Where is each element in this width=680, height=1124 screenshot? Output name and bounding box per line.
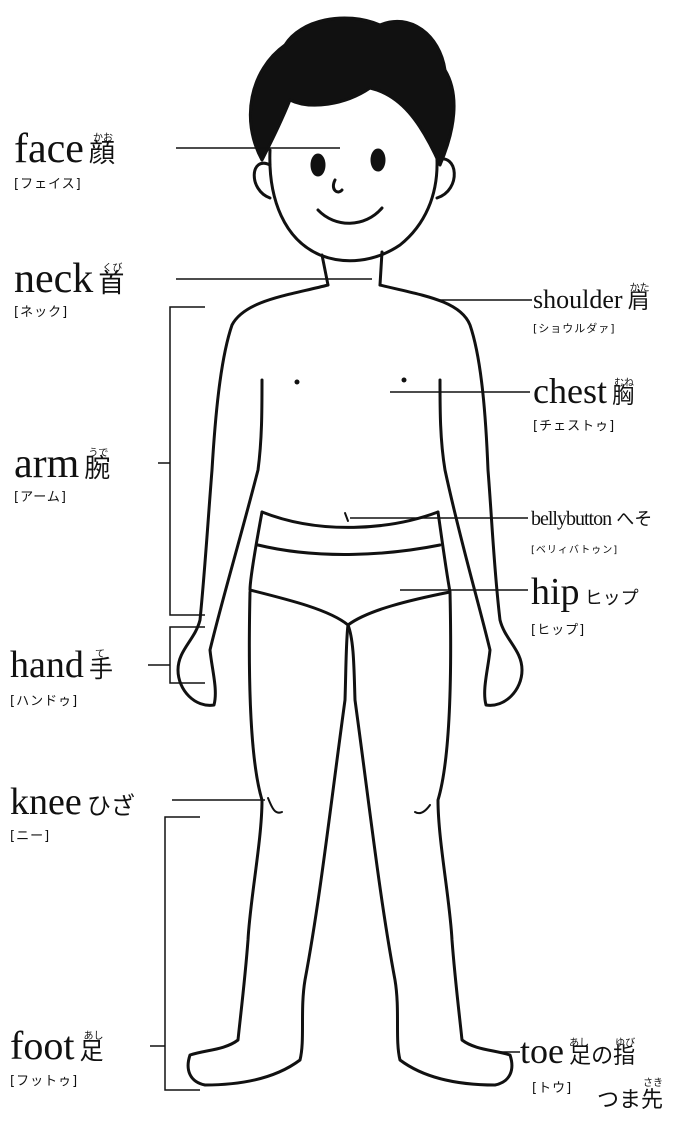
waistband xyxy=(262,512,438,527)
foot-ruby: あし xyxy=(84,1027,104,1042)
toe-alt: さき つま先 xyxy=(597,1082,663,1114)
nose xyxy=(333,180,342,192)
foot-bracket xyxy=(165,817,200,1090)
hand-ruby: て xyxy=(95,645,105,660)
face-kana: [フェイス] xyxy=(14,173,82,192)
label-toe: toe あし ゆび 足の指 xyxy=(520,1030,635,1072)
head xyxy=(270,150,437,261)
label-arm: arm うで 腕 xyxy=(14,440,110,488)
hand-en: hand xyxy=(10,644,84,686)
label-chest: chest むね 胸 xyxy=(533,370,634,412)
neck-ruby: くび xyxy=(102,259,122,274)
label-foot: foot あし 足 xyxy=(10,1022,104,1069)
torso-left xyxy=(178,285,328,705)
label-knee: knee ひざ xyxy=(10,780,135,824)
chest-kanji: むね 胸 xyxy=(612,384,634,409)
knee-kana: [ニー] xyxy=(10,825,50,844)
label-hip: hip ヒップ xyxy=(531,570,639,614)
toe-en: toe xyxy=(520,1031,564,1071)
foot-kana: [フットゥ] xyxy=(10,1070,78,1089)
shoulder-kanji: かた 肩 xyxy=(628,289,650,314)
left-nipple xyxy=(295,380,300,385)
left-ear xyxy=(254,163,270,198)
foot-kanji: あし 足 xyxy=(80,1037,104,1065)
face-ruby: かお xyxy=(93,129,113,144)
right-knee xyxy=(415,805,430,813)
bellybutton-kana: [ベリィバトゥン] xyxy=(531,541,618,556)
face-kanji: かお 顔 xyxy=(89,139,115,169)
chest-en: chest xyxy=(533,371,607,411)
neck-line-left xyxy=(322,255,328,285)
shoulder-en: shoulder xyxy=(533,285,623,314)
hand-bracket xyxy=(170,627,205,683)
neck-kana: [ネック] xyxy=(14,301,68,320)
label-bellybutton: bellybutton へそ xyxy=(531,505,652,531)
knee-kanji: ひざ xyxy=(87,792,135,820)
shoulder-kana: [ショウルダァ] xyxy=(533,320,616,336)
mouth xyxy=(318,208,382,223)
underwear xyxy=(250,512,450,625)
toe-ruby-1: あし xyxy=(569,1034,589,1049)
toe-kana: [トウ] xyxy=(532,1077,572,1096)
hip-kanji: ヒップ xyxy=(585,588,639,609)
neck-line-right xyxy=(380,252,382,285)
knee-en: knee xyxy=(10,781,82,823)
hand-kanji: て 手 xyxy=(89,655,113,683)
hip-en: hip xyxy=(531,571,580,613)
label-shoulder: shoulder かた 肩 xyxy=(533,283,650,315)
label-face: face かお 顔 xyxy=(14,125,115,173)
bellybutton-en: bellybutton xyxy=(531,508,611,530)
arm-kanji: うで 腕 xyxy=(84,454,110,484)
hand-kana: [ハンドゥ] xyxy=(10,690,78,709)
right-nipple xyxy=(402,378,407,383)
navel xyxy=(345,513,348,521)
toe-alt-ruby: さき xyxy=(643,1074,663,1089)
right-eye xyxy=(372,150,384,170)
arm-ruby: うで xyxy=(88,444,108,459)
hip-kana: [ヒップ] xyxy=(531,619,585,638)
face-en: face xyxy=(14,126,84,172)
label-hand: hand て 手 xyxy=(10,643,113,687)
bellybutton-kanji: へそ xyxy=(616,509,652,530)
toe-ruby-2: ゆび xyxy=(615,1034,635,1049)
left-eye xyxy=(312,155,324,175)
toe-kanji: あし ゆび 足の指 xyxy=(569,1044,635,1069)
hair xyxy=(250,18,454,165)
arm-bracket xyxy=(170,307,205,615)
left-knee xyxy=(268,798,282,813)
neck-kanji: くび 首 xyxy=(98,269,124,299)
chest-ruby: むね xyxy=(614,374,634,389)
arm-en: arm xyxy=(14,441,79,487)
label-neck: neck くび 首 xyxy=(14,255,124,303)
shoulder-ruby: かた xyxy=(630,279,650,294)
arm-kana: [アーム] xyxy=(14,486,67,505)
chest-kana: [チェストゥ] xyxy=(533,415,615,434)
neck-en: neck xyxy=(14,256,93,302)
waistband-lower xyxy=(258,545,440,554)
foot-en: foot xyxy=(10,1023,74,1068)
